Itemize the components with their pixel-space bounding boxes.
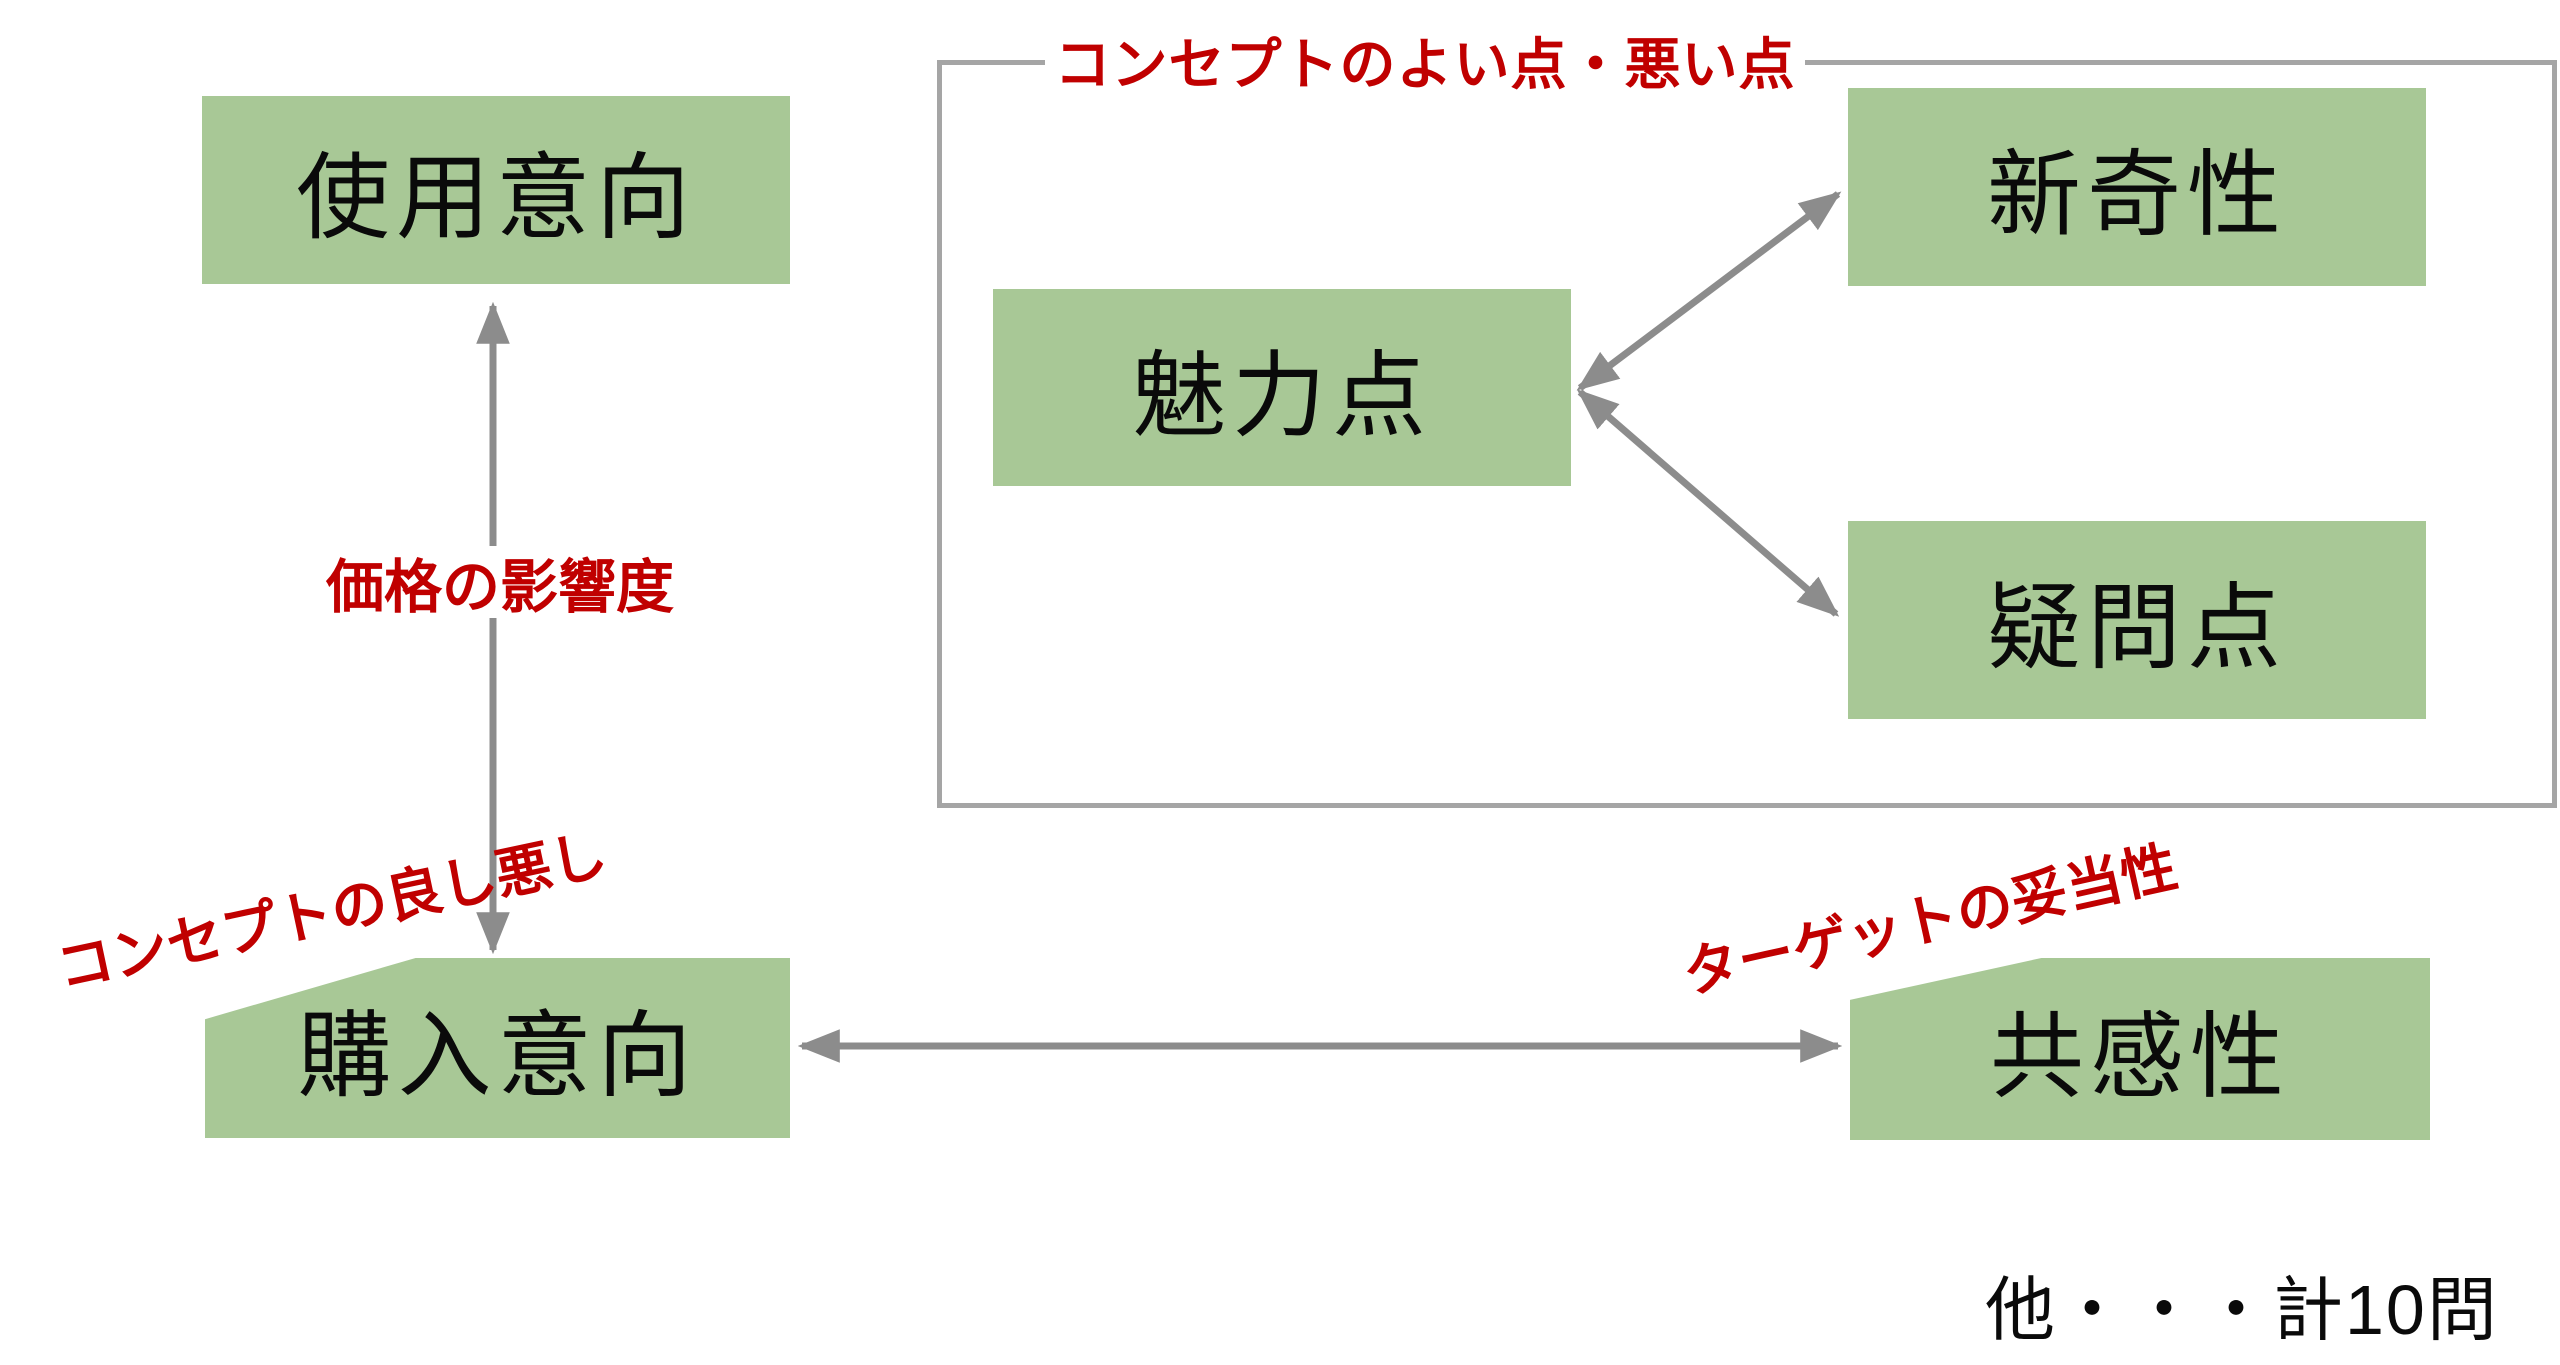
- arrow-attraction-question: [1576, 389, 1840, 617]
- novelty-box: 新奇性: [1848, 88, 2426, 286]
- usage-intent-label: 使用意向: [295, 145, 696, 250]
- attraction-points-label: 魅力点: [1131, 342, 1432, 448]
- arrow-attraction-novelty: [1576, 191, 1842, 391]
- question-points-box: 疑問点: [1848, 521, 2426, 719]
- attraction-points-box: 魅力点: [993, 289, 1571, 486]
- concept-points-frame-label: コンセプトのよい点・悪い点: [1045, 15, 1805, 105]
- purchase-intent-label: 購入意向: [297, 1003, 698, 1108]
- question-points-label: 疑問点: [1986, 575, 2287, 680]
- price-influence-label: 価格の影響度: [300, 546, 700, 620]
- novelty-label: 新奇性: [1986, 142, 2287, 247]
- empathy-box: 共感性: [1850, 958, 2430, 1140]
- empathy-label: 共感性: [1989, 1004, 2290, 1109]
- usage-intent-box: 使用意向: [202, 96, 790, 284]
- total-questions-note: 他・・・計10問: [1985, 1271, 2499, 1349]
